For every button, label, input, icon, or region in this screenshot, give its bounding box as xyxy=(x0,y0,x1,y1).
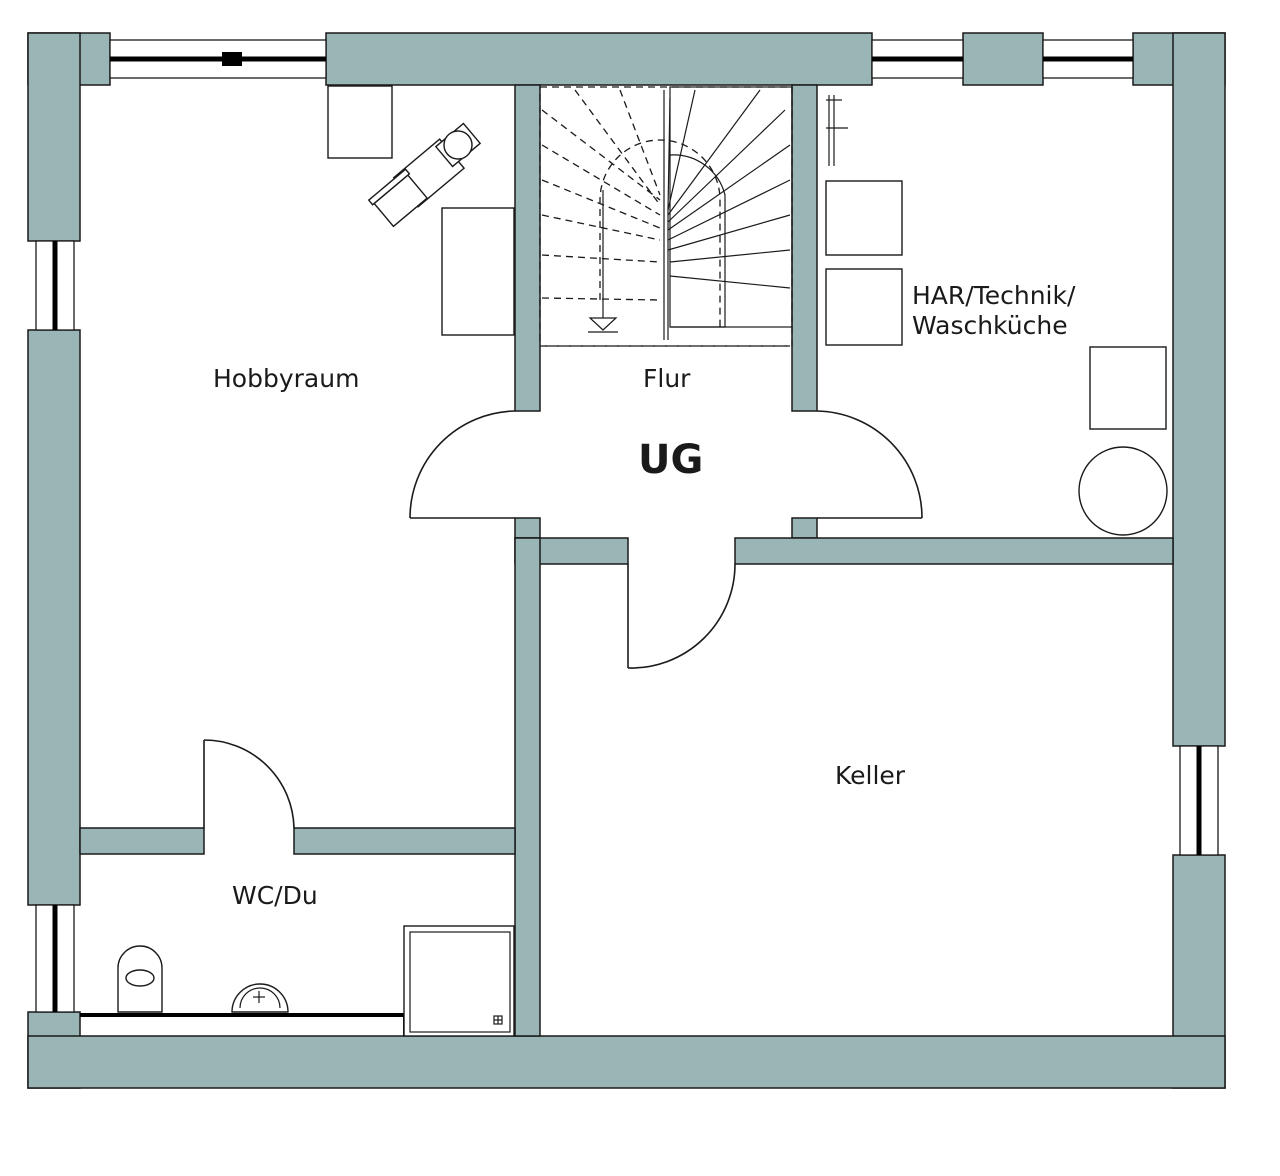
walls xyxy=(27,32,1226,1089)
room-label-hobbyraum: Hobbyraum xyxy=(213,364,360,393)
desk-icon xyxy=(327,85,515,336)
room-label-flur: Flur xyxy=(643,364,691,393)
door-hobbyraum xyxy=(409,410,516,519)
door-wc xyxy=(203,739,295,829)
dryer-icon xyxy=(825,268,903,346)
window-top-right-a xyxy=(871,39,964,79)
room-label-technik-line2: Waschküche xyxy=(912,310,1068,340)
room-label-technik: HAR/Technik/ Waschküche xyxy=(912,281,1075,340)
staircase xyxy=(539,86,793,347)
window-right xyxy=(1179,745,1219,856)
room-label-wc: WC/Du xyxy=(232,881,318,910)
window-left-upper xyxy=(35,240,75,331)
window-top-right-b xyxy=(1042,39,1134,79)
shower-icon xyxy=(403,925,515,1037)
toilet-icon xyxy=(117,945,163,1013)
boiler-icon xyxy=(1089,346,1167,430)
washing-machine-icon xyxy=(825,180,903,256)
technik-fixtures xyxy=(825,95,1168,536)
windows xyxy=(35,39,1219,1013)
window-left-lower xyxy=(35,904,75,1013)
doors xyxy=(203,410,923,829)
stair-arrow-icon xyxy=(588,190,618,333)
office-chair-icon xyxy=(367,122,482,228)
floor-label: UG xyxy=(638,437,704,483)
washbasin-icon xyxy=(231,983,289,1013)
door-technik xyxy=(816,410,923,519)
room-label-keller: Keller xyxy=(835,761,906,790)
room-label-technik-line1: HAR/Technik/ xyxy=(912,281,1076,310)
water-tank-icon xyxy=(1078,446,1168,536)
pipe-rail-icon xyxy=(826,95,848,166)
wc-fixtures xyxy=(80,925,515,1037)
door-keller xyxy=(627,563,736,669)
window-top-left xyxy=(109,39,327,79)
